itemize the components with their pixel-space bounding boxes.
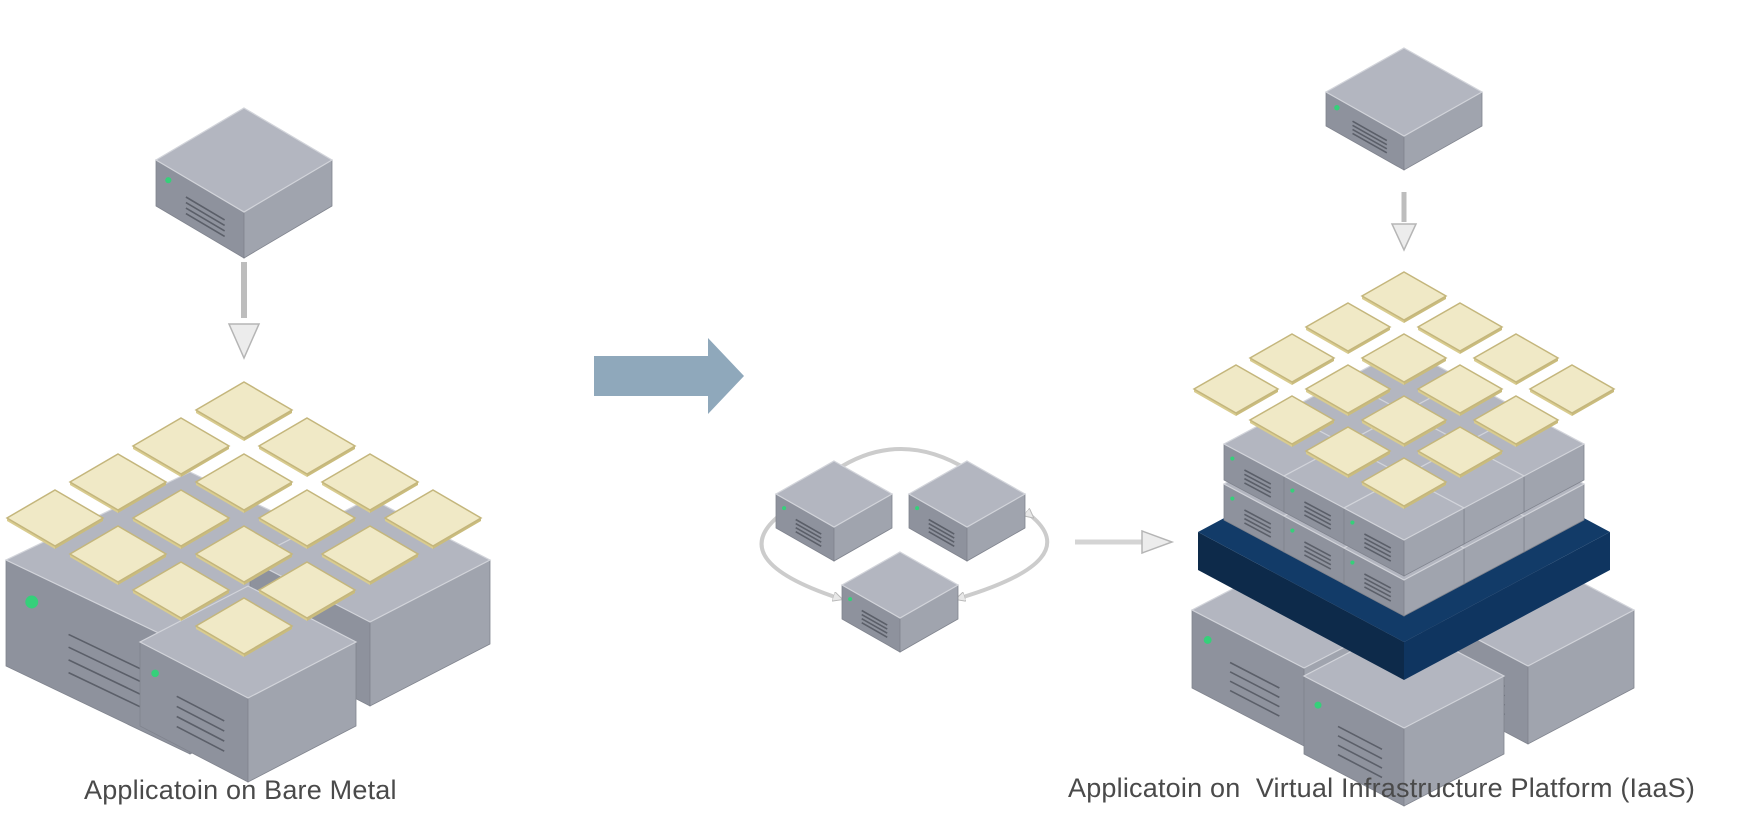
application-tile-icon (257, 417, 357, 477)
application-tile-icon (1248, 333, 1336, 385)
application-tile-icon (1416, 426, 1504, 478)
application-tile-icon (1360, 271, 1448, 323)
application-server-icon (1324, 47, 1484, 171)
application-tile-icon (1472, 333, 1560, 385)
application-tile-icon (194, 381, 294, 441)
application-tile-icon (194, 597, 294, 657)
application-server-icon (154, 107, 334, 259)
application-tile-icon (257, 561, 357, 621)
application-tile-icon (1360, 395, 1448, 447)
application-server-icon (1324, 47, 1484, 171)
virtual-machine-icon (774, 460, 894, 562)
virtual-platform-caption: Applicatoin on Virtual Infrastructure Pl… (1068, 773, 1696, 803)
application-tile-icon (1304, 364, 1392, 416)
migration-cycle-arrows (759, 447, 1050, 598)
application-tile-icon (257, 489, 357, 549)
application-tile-icon (194, 453, 294, 513)
bare-metal-group (4, 107, 492, 783)
application-tile-icon (1472, 395, 1560, 447)
application-tile-icon (383, 489, 483, 549)
application-server-icon (154, 107, 334, 259)
application-tile-icon (1416, 302, 1504, 354)
down-arrow-icon (227, 262, 261, 360)
application-tile-icon (1304, 302, 1392, 354)
application-tile-icon (68, 525, 168, 585)
application-tile-icon (1360, 333, 1448, 385)
application-tile-icon (1192, 364, 1280, 416)
down-arrow-icon (1390, 192, 1418, 252)
application-tile-icon (320, 453, 420, 513)
virtual-machine-icon (840, 551, 960, 653)
application-tile-icon (131, 561, 231, 621)
application-tile-icon (194, 525, 294, 585)
bare-metal-caption: Applicatoin on Bare Metal (84, 775, 397, 805)
application-tiles-grid (5, 381, 483, 657)
application-tile-icon (1360, 457, 1448, 509)
right-arrow-icon (1075, 529, 1175, 555)
transition-arrow-icon (594, 338, 744, 414)
application-tiles-grid (1192, 271, 1616, 509)
vm-migration-group (759, 447, 1175, 653)
application-tile-icon (5, 489, 105, 549)
application-tile-icon (131, 417, 231, 477)
application-tile-icon (68, 453, 168, 513)
application-tile-icon (320, 525, 420, 585)
application-tile-icon (1528, 364, 1616, 416)
virtual-platform-group (1190, 47, 1636, 807)
virtual-machine-servers (774, 460, 1027, 653)
application-tile-icon (1248, 395, 1336, 447)
application-tile-icon (1304, 426, 1392, 478)
application-tile-icon (1416, 364, 1504, 416)
virtual-machine-icon (907, 460, 1027, 562)
application-tile-icon (131, 489, 231, 549)
